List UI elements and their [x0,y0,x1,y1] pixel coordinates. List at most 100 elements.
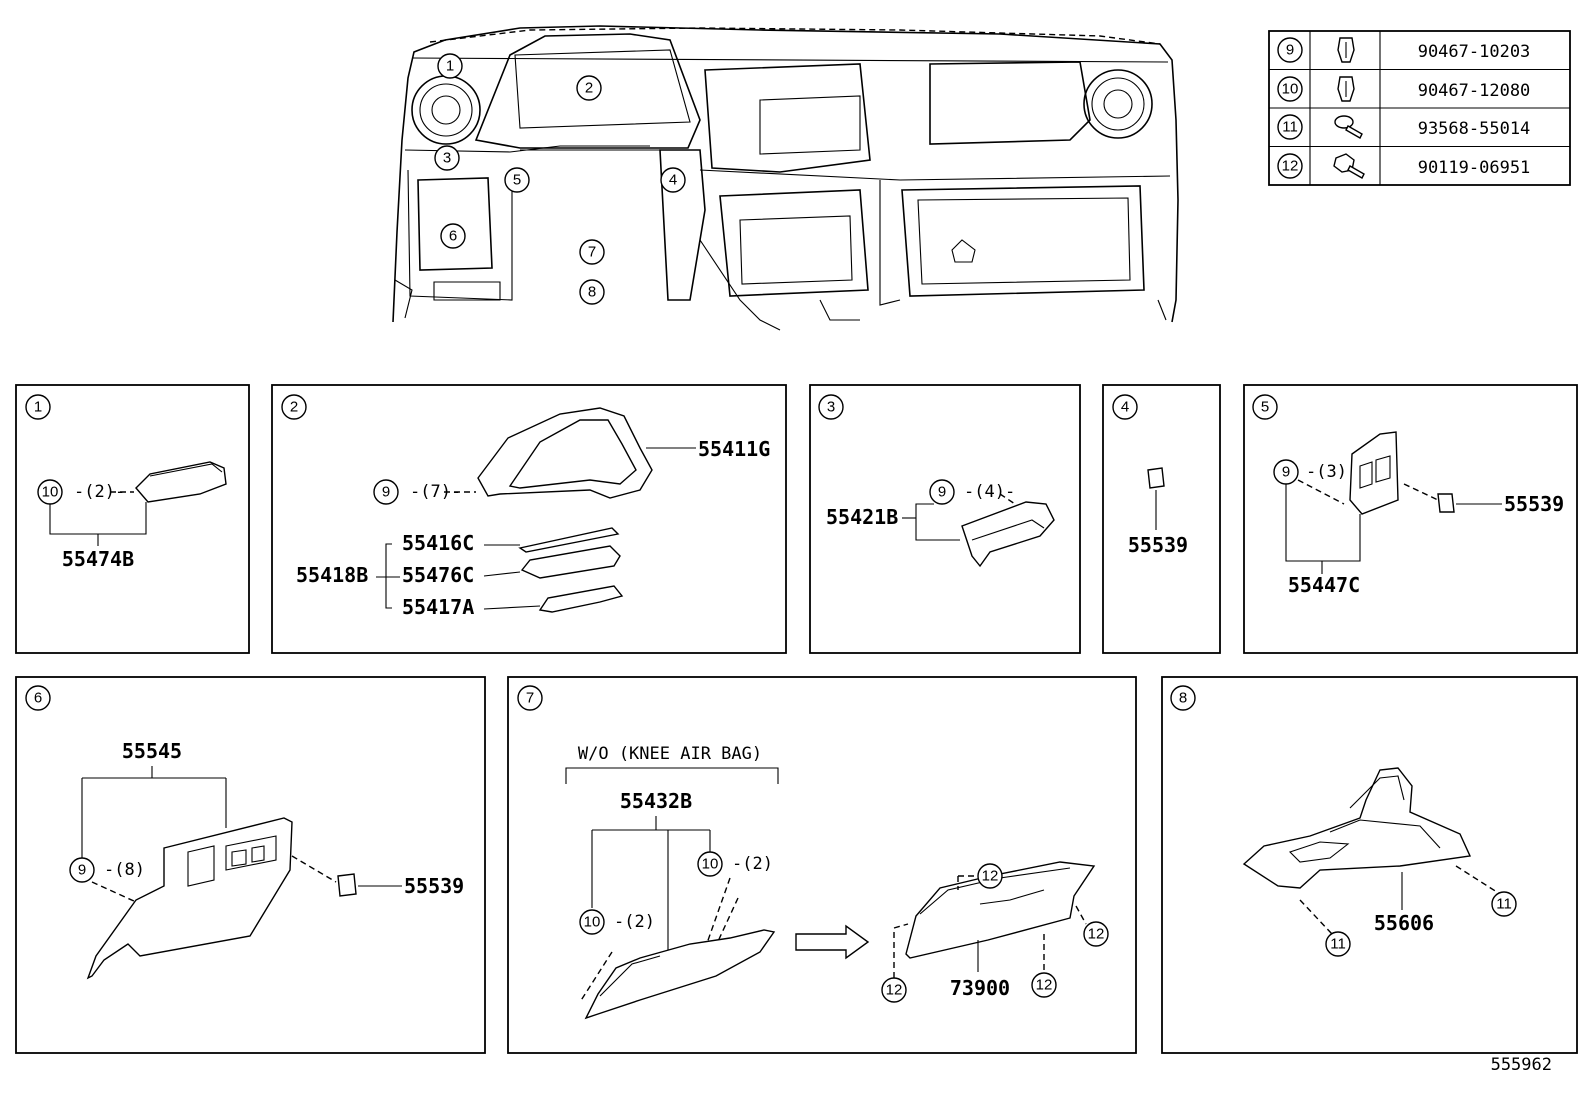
clip-callout: 10 [42,484,59,501]
clip-callout: 10 [702,856,719,873]
fastener-row: 10 90467-12080 [1277,76,1531,102]
quantity-label: -(2) [732,854,773,874]
clip-callout: 9 [78,862,86,879]
trim-part-shape [961,501,1055,568]
dashboard-overview: 1 2 3 4 5 6 7 8 [392,25,1179,331]
detail-panel-4: 4 55539 [1102,384,1221,654]
fastener-index: 11 [1282,119,1298,136]
quantity-label: -(3) [1306,462,1347,482]
assembly-part-number: 73900 [950,976,1010,1000]
part-number-sub3: 55417A [402,595,474,619]
part-number: 55606 [1374,911,1434,935]
svg-text:4: 4 [669,172,677,189]
part-number: 55447C [1288,573,1360,597]
panel-index: 4 [1121,399,1129,416]
part-number: 55421B [826,505,898,529]
side-part-number: 55539 [1504,492,1564,516]
overview-callout: 8 [579,279,605,305]
cap-part-shape [1437,493,1455,513]
svg-text:8: 8 [588,284,596,301]
screw-callout: 11 [1330,936,1346,953]
panel-index: 1 [34,399,42,416]
detail-panel-6: 6 55545 9 -(8) 55539 [15,676,486,1054]
screw-icon [1334,115,1363,139]
bolt-callout: 12 [982,868,999,885]
part-number: 55474B [62,547,134,571]
part-number-group: 55418B [296,563,368,587]
screw-callout: 11 [1496,896,1512,913]
overview-callout: 7 [579,239,605,265]
overview-callout: 4 [660,167,686,193]
clip-callout: 9 [938,484,946,501]
detail-panel-2: 2 55411G 9 -(7)- 55416C 55476C 55417A 55… [271,384,787,654]
fastener-index: 12 [1282,158,1299,175]
cap-part-shape [337,873,357,897]
overview-callout: 2 [576,75,602,101]
variant-note: W/O (KNEE AIR BAG) [578,744,762,764]
svg-text:7: 7 [588,244,596,261]
detail-panel-5: 5 9 -(3) 55539 55447C [1243,384,1578,654]
part-number: 55432B [620,789,692,813]
detail-panel-1: 1 10 -(2)- 55474B [15,384,250,654]
quantity-label: -(7)- [410,482,461,502]
part-number-main: 55411G [698,437,770,461]
fastener-part-number: 93568-55014 [1418,119,1531,139]
quantity-label: -(8) [104,860,145,880]
svg-text:2: 2 [585,80,593,97]
detail-panel-3: 3 9 -(4)- 55421B [809,384,1081,654]
clip-callout: 9 [382,484,390,501]
panel-index: 2 [290,399,298,416]
glove-box-lower-shape [584,929,776,1020]
clip-callout: 10 [584,914,601,931]
fastener-index: 9 [1286,42,1294,59]
cap-part-shape [1147,467,1165,489]
panel-index: 3 [827,399,835,416]
diagram-id: 555962 [1491,1055,1552,1075]
fastener-index: 10 [1282,81,1299,98]
part-number-sub2: 55476C [402,563,474,587]
lower-panel-shape [86,817,293,980]
clip-icon [1337,76,1355,102]
panel-index: 6 [34,690,42,707]
detail-panel-7: 7 W/O (KNEE AIR BAG) 55432B 10 -(2) 10 -… [507,676,1137,1054]
bolt-callout: 12 [886,982,903,999]
fastener-table: 9 90467-10203 10 90467-12080 11 93568-55… [1268,30,1571,186]
clip-callout: 9 [1282,464,1290,481]
bolt-callout: 12 [1036,977,1053,994]
bolt-callout: 12 [1088,926,1105,943]
part-number: 55539 [1128,533,1188,557]
fastener-part-number: 90467-10203 [1418,42,1531,62]
svg-text:3: 3 [443,150,451,167]
fastener-part-number: 90119-06951 [1418,158,1531,178]
trim-part-shape [135,461,227,503]
panel-index: 8 [1179,690,1187,707]
panel-index: 5 [1261,399,1269,416]
overview-callout: 1 [437,53,463,79]
fastener-row: 12 90119-06951 [1277,153,1531,179]
fastener-row: 11 93568-55014 [1277,114,1531,140]
svg-text:1: 1 [446,58,454,75]
fastener-row: 9 90467-10203 [1277,37,1531,63]
console-cover-shape [1242,767,1472,889]
overview-callout: 3 [434,145,460,171]
part-number: 55545 [122,739,182,763]
quantity-label: -(2)- [74,482,125,502]
svg-text:5: 5 [513,172,521,189]
switch-panel-shape [1349,431,1399,515]
overview-callout: 6 [440,223,466,249]
clip-icon [1337,37,1355,63]
quantity-label: -(2) [614,912,655,932]
quantity-label: -(4)- [964,482,1015,502]
part-number-sub1: 55416C [402,531,474,555]
svg-text:6: 6 [449,228,457,245]
side-part-number: 55539 [404,874,464,898]
arrow-icon [795,924,870,960]
panel-index: 7 [526,690,534,707]
detail-panel-8: 8 11 11 55606 [1161,676,1578,1054]
glove-box-assy-shape [905,861,1096,959]
bolt-icon [1333,153,1365,179]
overview-callout: 5 [504,167,530,193]
fastener-part-number: 90467-12080 [1418,81,1531,101]
